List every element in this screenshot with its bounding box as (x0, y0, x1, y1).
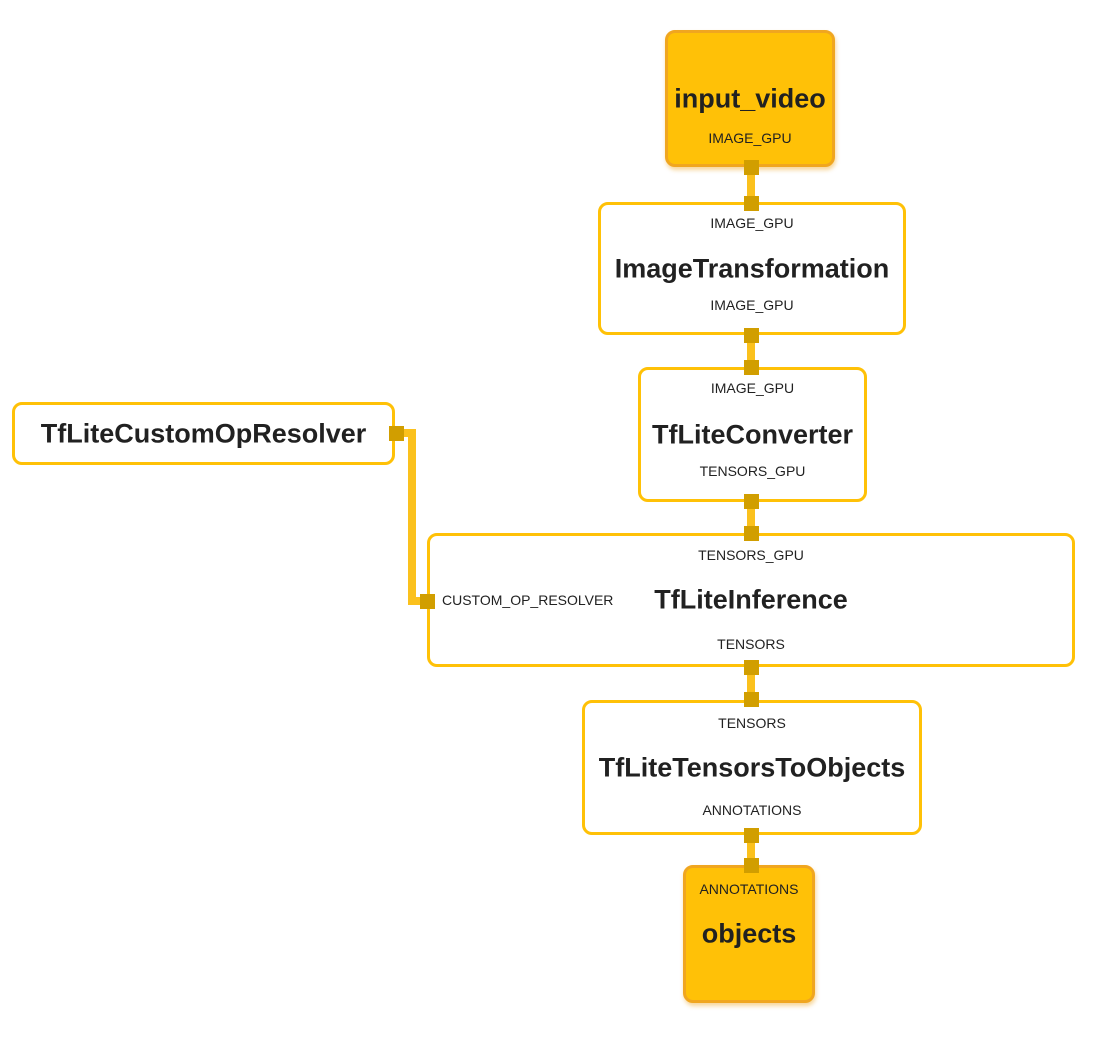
node-title: TfLiteInference (654, 584, 848, 615)
port-square-resolver-out (389, 426, 404, 441)
port-square-tflitetensorstoobjects-in (744, 692, 759, 707)
node-title: objects (701, 918, 797, 949)
output-port-label: IMAGE_GPU (710, 297, 794, 313)
node-image-transformation[interactable]: IMAGE_GPU ImageTransformation IMAGE_GPU (598, 202, 906, 335)
input-port-label: TENSORS_GPU (698, 547, 804, 563)
port-square-input-video-out (744, 160, 759, 175)
edge-resolver-horizontal-top (396, 429, 416, 437)
edge-imagetransformation-to-tfliteconverter (747, 335, 755, 368)
node-title: TfLiteCustomOpResolver (40, 418, 367, 448)
edge-resolver-vertical (408, 429, 416, 605)
edge-tflitetensorstoobjects-to-objects (747, 835, 755, 866)
node-title: TfLiteTensorsToObjects (598, 752, 906, 782)
node-objects[interactable]: ANNOTATIONS objects (683, 865, 815, 1003)
input-port-label: TENSORS (718, 715, 786, 731)
edge-tfliteinference-to-tflitetensorstoobjects (747, 667, 755, 700)
port-square-imagetransformation-out (744, 328, 759, 343)
output-port-label: ANNOTATIONS (702, 802, 802, 818)
input-port-label: ANNOTATIONS (699, 881, 799, 897)
node-tflite-inference[interactable]: TENSORS_GPU CUSTOM_OP_RESOLVER TfLiteInf… (427, 533, 1075, 667)
edge-resolver-horizontal-bottom (408, 597, 427, 605)
port-square-tflitetensorstoobjects-out (744, 828, 759, 843)
input-port-label: IMAGE_GPU (710, 380, 795, 396)
input-port-label: IMAGE_GPU (710, 215, 794, 231)
node-title: TfLiteConverter (651, 419, 854, 449)
node-tflite-tensors-to-objects[interactable]: TENSORS TfLiteTensorsToObjects ANNOTATIO… (582, 700, 922, 835)
node-title: ImageTransformation (614, 253, 890, 283)
port-square-tfliteinference-in (744, 526, 759, 541)
edge-tfliteconverter-to-tfliteinference (747, 502, 755, 533)
port-square-tfliteinference-out (744, 660, 759, 675)
port-square-objects-in (744, 858, 759, 873)
node-title: input_video (674, 83, 826, 113)
output-port-label: TENSORS_GPU (699, 463, 806, 479)
port-square-imagetransformation-in (744, 196, 759, 211)
node-tflite-converter[interactable]: IMAGE_GPU TfLiteConverter TENSORS_GPU (638, 367, 867, 502)
output-port-label: IMAGE_GPU (708, 130, 792, 146)
port-square-tfliteconverter-out (744, 494, 759, 509)
node-tflite-custom-op-resolver[interactable]: TfLiteCustomOpResolver (12, 402, 395, 465)
side-input-port-label: CUSTOM_OP_RESOLVER (442, 592, 614, 608)
port-square-tfliteinference-side-in (420, 594, 435, 609)
node-input-video[interactable]: input_video IMAGE_GPU (665, 30, 835, 167)
port-square-tfliteconverter-in (744, 360, 759, 375)
output-port-label: TENSORS (717, 636, 785, 652)
edge-input-video-to-imagetransformation (747, 167, 755, 203)
